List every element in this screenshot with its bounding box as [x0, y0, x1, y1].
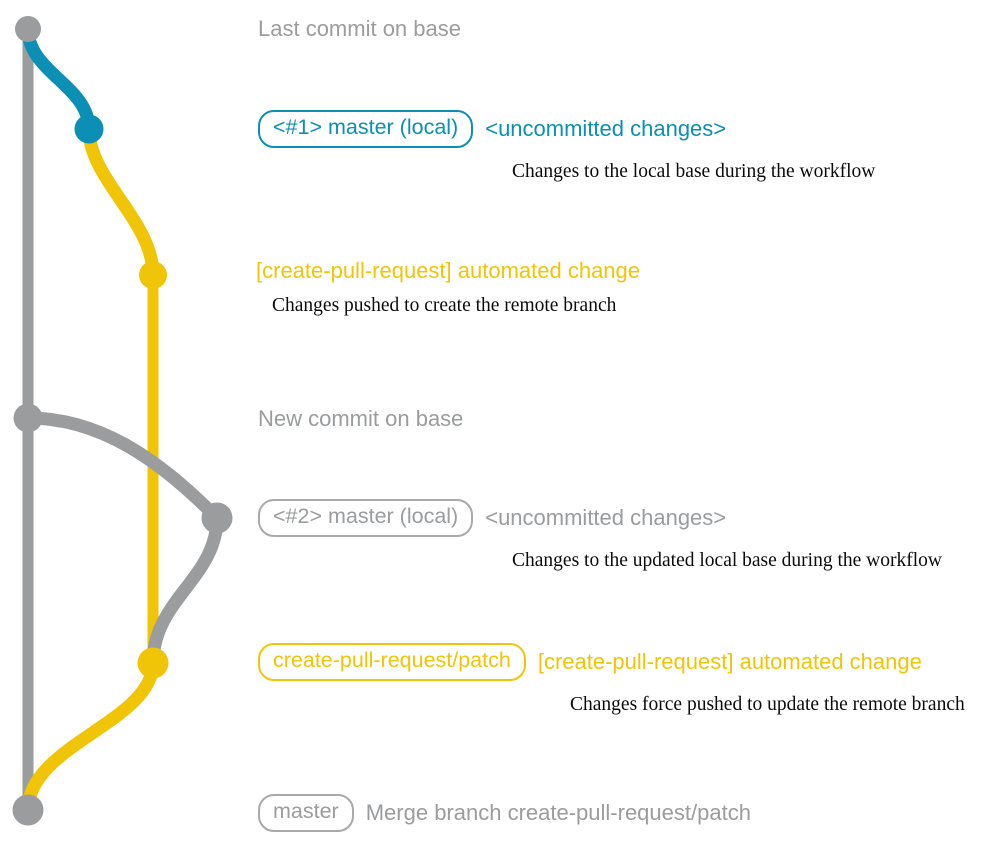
commit-node-automated-change-1[interactable] [139, 261, 167, 289]
commit-node-automated-change-2[interactable] [137, 647, 169, 679]
commit-title: Merge branch create-pull-request/patch [365, 799, 751, 825]
edge-local2-to-patch2 [146, 511, 224, 670]
annotation-automated-change-2: create-pull-request/patch [create-pull-r… [258, 643, 965, 714]
annotation-last-commit-on-base: Last commit on base [258, 18, 461, 40]
commit-description: Changes pushed to create the remote bran… [272, 295, 617, 316]
headline: [create-pull-request] automated change [256, 260, 640, 282]
edge-local1-to-patch1 [82, 122, 160, 282]
headline: New commit on base [258, 408, 463, 430]
branch-badge-create-pull-request-patch[interactable]: create-pull-request/patch [258, 643, 526, 681]
annotation-automated-change-1: [create-pull-request] automated change C… [256, 260, 640, 316]
branch-badge-local-2[interactable]: <#2> master (local) [258, 499, 474, 537]
headline: create-pull-request/patch [create-pull-r… [258, 643, 965, 681]
headline: <#2> master (local) <uncommitted changes… [258, 499, 942, 537]
commit-description: Changes to the local base during the wor… [512, 160, 876, 182]
annotation-new-commit-on-base: New commit on base [258, 408, 463, 430]
headline: Last commit on base [258, 18, 461, 40]
commit-title: Last commit on base [258, 16, 461, 41]
commit-title: [create-pull-request] automated change [537, 648, 922, 674]
commit-node-local-1[interactable] [74, 114, 104, 144]
commit-title: <uncommitted changes> [485, 504, 727, 530]
commit-title: New commit on base [258, 406, 464, 431]
headline: master Merge branch create-pull-request/… [258, 794, 751, 832]
annotation-merge-master: master Merge branch create-pull-request/… [258, 794, 751, 832]
branch-badge-master[interactable]: master [258, 794, 354, 832]
commit-node-merge-master[interactable] [12, 794, 44, 826]
commit-title: [create-pull-request] automated change [256, 258, 641, 283]
commit-node-new-commit-on-base[interactable] [13, 403, 43, 433]
commit-node-last-commit-on-base[interactable] [15, 16, 41, 42]
headline: <#1> master (local) <uncommitted changes… [258, 110, 875, 148]
annotation-local-2: <#2> master (local) <uncommitted changes… [258, 499, 942, 570]
annotation-local-1: <#1> master (local) <uncommitted changes… [258, 110, 875, 181]
commit-description: Changes to the updated local base during… [512, 549, 942, 571]
commit-title: <uncommitted changes> [485, 115, 727, 141]
branch-badge-local-1[interactable]: <#1> master (local) [258, 110, 474, 148]
edge-patch2-to-master [21, 656, 160, 817]
commit-description: Changes force pushed to update the remot… [570, 693, 965, 715]
edge-base-to-local2 [21, 411, 224, 525]
commit-node-local-2[interactable] [201, 502, 233, 534]
